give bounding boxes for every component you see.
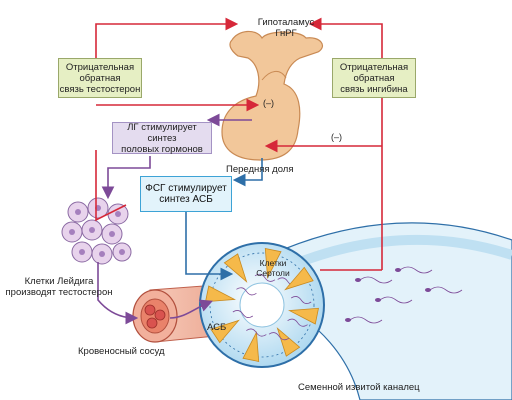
sperm-tail (268, 332, 290, 341)
minus-sign-pituitary: (–) (263, 98, 274, 108)
seminiferous-tubule-label: Семенной извитой каналец (298, 382, 420, 393)
leydig-label: Клетки Лейдига производят тестостерон (5, 276, 113, 298)
sertoli-label: Клетки Сертоли (256, 258, 290, 278)
sertoli-cells (205, 248, 319, 362)
anterior-pituitary-label: Передняя доля (226, 164, 294, 175)
fsh-box: ФСГ стимулирует синтез АСБ (140, 176, 232, 212)
sperm-tail (232, 310, 254, 318)
minus-sign-inhibin: (–) (331, 132, 342, 142)
sperm-tail (254, 273, 276, 282)
testosterone-feedback-box: Отрицательная обратная связь тестостерон (58, 58, 142, 98)
lh-box: ЛГ стимулирует синтез половых гормонов (112, 122, 212, 155)
sertoli-cell (242, 331, 260, 362)
fsh-pathway (185, 158, 263, 281)
hypothalamus-label: Гипоталамус ГнРГ (257, 17, 315, 39)
lh-pathway (97, 113, 252, 325)
sperm-cells (349, 266, 463, 324)
sperm-tail (236, 287, 257, 296)
sperm-tail (290, 296, 312, 304)
blood-vessel-label: Кровеносный сосуд (78, 346, 165, 357)
pituitary-gland (221, 30, 323, 161)
sperm-tail (287, 318, 308, 327)
abp-label: АСБ (207, 322, 227, 333)
sertoli-cell (205, 285, 236, 303)
sperm-tail (246, 328, 267, 337)
sertoli-cell (264, 248, 282, 279)
sertoli-cell (284, 266, 314, 291)
negative-feedback-lines (95, 17, 383, 271)
sertoli-cell (210, 319, 240, 344)
sertoli-cell (276, 327, 301, 357)
sertoli-cell (288, 307, 319, 325)
sertoli-cell (223, 253, 248, 283)
inhibin-feedback-box: Отрицательная обратная связь ингибина (332, 58, 416, 98)
